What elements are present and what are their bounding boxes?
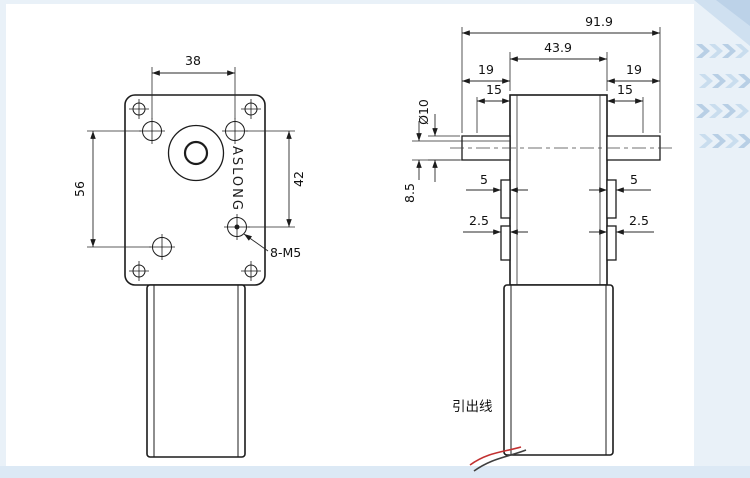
dim-shaft-diameter-label: Ø10 [416, 99, 431, 125]
bottom-band-decoration [0, 466, 750, 478]
dim-2-5-left-label: 2.5 [469, 213, 489, 228]
dim-15-left: 15 [476, 82, 510, 133]
dim-5-right: 5 [589, 172, 651, 193]
dim-15-right: 15 [607, 82, 644, 133]
thread-hole-center [234, 224, 240, 230]
dim-56: 56 [72, 130, 151, 248]
side-view: 引出线 91.9 43.9 19 19 15 [402, 14, 672, 472]
dim-42: 42 [246, 130, 306, 228]
dim-2-5-right: 2.5 [589, 213, 654, 235]
dim-38-label: 38 [185, 53, 201, 68]
lead-wire-red [469, 446, 522, 466]
lead-wires [469, 446, 527, 472]
dim-19-right-label: 19 [626, 62, 642, 77]
dim-5-right-label: 5 [630, 172, 638, 187]
dim-19-left-label: 19 [478, 62, 494, 77]
dim-2-5-left: 2.5 [463, 213, 528, 235]
dim-91-9: 91.9 [461, 14, 661, 133]
corner-screws [129, 99, 261, 281]
dim-15-right-label: 15 [617, 82, 633, 97]
mounting-holes [139, 118, 250, 260]
dim-43-9-label: 43.9 [544, 40, 572, 55]
dim-shaft-flat: 8.5 [402, 121, 462, 203]
thread-callout-label: 8-M5 [270, 245, 301, 260]
output-shaft-boss [167, 124, 225, 182]
thread-callout: 8-M5 [243, 233, 301, 260]
dim-43-9: 43.9 [509, 40, 608, 91]
lead-wire-black [473, 449, 527, 472]
motor-body-front [146, 284, 246, 458]
dim-38: 38 [151, 53, 236, 119]
mounting-tabs [500, 179, 617, 261]
dim-42-label: 42 [291, 171, 306, 187]
lead-wire-label: 引出线 [452, 399, 493, 415]
dim-19-right: 19 [607, 62, 660, 84]
dim-2-5-right-label: 2.5 [629, 213, 649, 228]
brand-label: ASLONG [229, 146, 244, 212]
motor-body-side [503, 284, 614, 456]
front-view: ASLONG 38 56 42 8-M5 [72, 53, 306, 458]
dim-15-left-label: 15 [486, 82, 502, 97]
dim-5-left: 5 [466, 172, 528, 193]
dim-91-9-label: 91.9 [585, 14, 613, 29]
dim-shaft-flat-label: 8.5 [402, 183, 417, 203]
dim-5-left-label: 5 [480, 172, 488, 187]
dim-19-left: 19 [462, 62, 510, 84]
dim-56-label: 56 [72, 181, 87, 197]
